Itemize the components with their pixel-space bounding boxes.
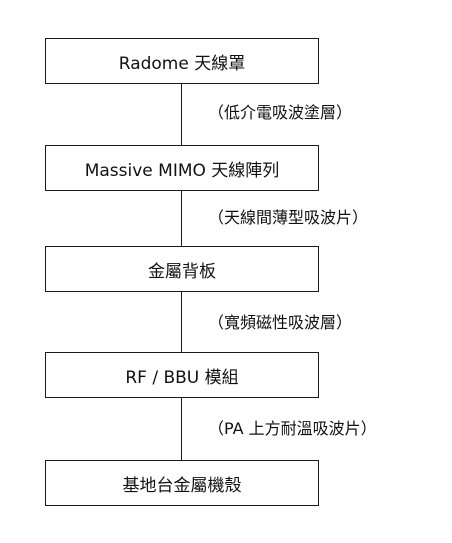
layer-box-metal-chassis: 基地台金屬機殼 [45, 460, 319, 506]
connector-line [181, 191, 182, 246]
absorber-note: （低介電吸波塗層） [208, 103, 353, 122]
layer-label: RF / BBU 模組 [125, 367, 239, 388]
connector-line [181, 84, 182, 145]
absorber-note: （PA 上方耐溫吸波片） [208, 419, 377, 438]
connector-line [181, 398, 182, 460]
layer-box-antenna-array: Massive MIMO 天線陣列 [45, 145, 319, 191]
layer-label: Radome 天線罩 [118, 53, 246, 74]
layer-box-rf-bbu-module: RF / BBU 模組 [45, 352, 319, 398]
absorber-note: （天線間薄型吸波片） [208, 208, 369, 227]
layer-label: 基地台金屬機殼 [122, 475, 242, 496]
connector-line [181, 292, 182, 352]
layer-label: Massive MIMO 天線陣列 [84, 160, 280, 181]
absorber-note: （寬頻磁性吸波層） [208, 313, 353, 332]
layer-box-metal-backplate: 金屬背板 [45, 246, 319, 292]
layer-box-radome: Radome 天線罩 [45, 38, 319, 84]
layer-label: 金屬背板 [148, 261, 216, 282]
